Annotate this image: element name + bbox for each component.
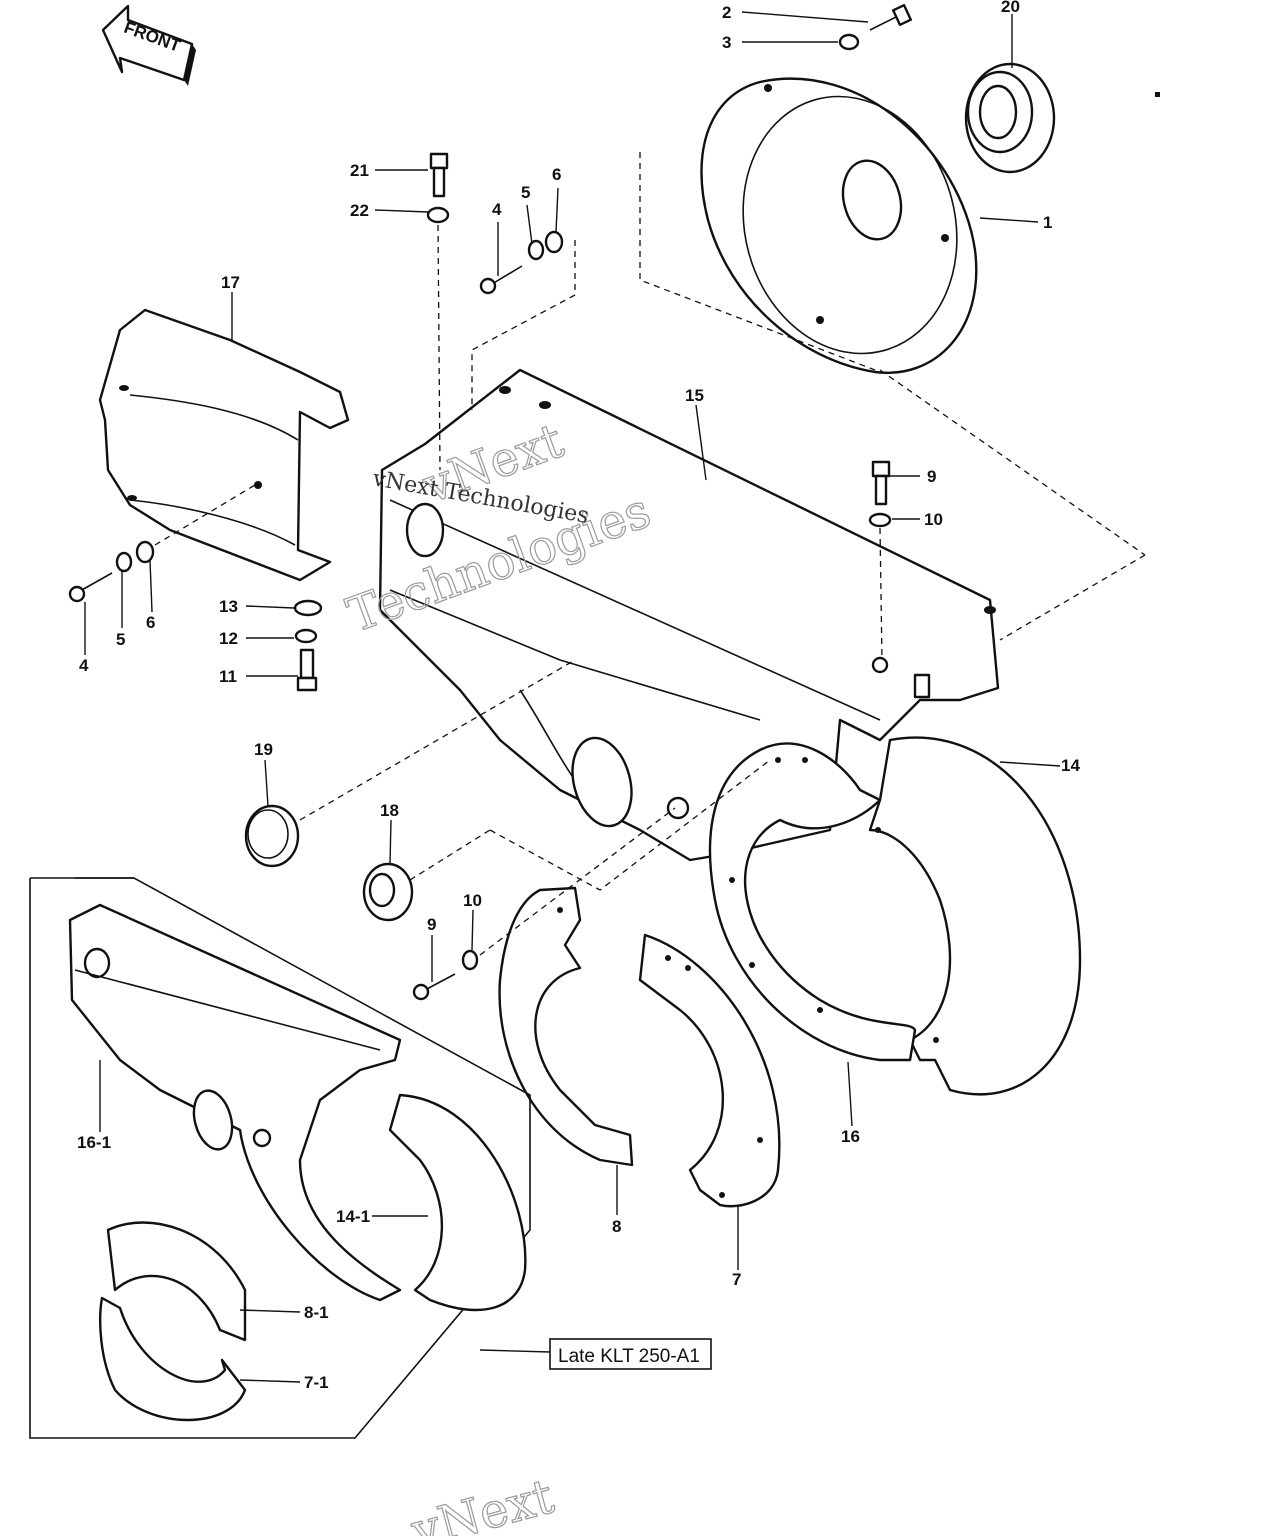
part-15-main-cover <box>378 368 1000 862</box>
callout-6-lower: 6 <box>146 613 155 632</box>
part-1-outer-cover <box>700 77 978 375</box>
late-model-box: Late KLT 250-A1 <box>29 877 712 1439</box>
callout-22: 22 <box>350 201 369 220</box>
callout-8: 8 <box>612 1217 621 1236</box>
callout-5: 5 <box>521 183 530 202</box>
assembly-lines <box>154 152 1146 956</box>
callout-1: 1 <box>1043 213 1052 232</box>
part-10-lockwasher-upper <box>868 512 892 528</box>
part-2-bolt <box>869 4 913 31</box>
part-20-seal <box>964 62 1056 174</box>
callout-14-1: 14-1 <box>336 1207 370 1226</box>
part-21-bolt <box>429 152 449 198</box>
callout-18: 18 <box>380 801 399 820</box>
callout-4-lower: 4 <box>79 656 89 675</box>
part-7-half-plate <box>638 933 781 1208</box>
callout-17: 17 <box>221 273 240 292</box>
callout-10-lower: 10 <box>463 891 482 910</box>
part-9-bolt-upper <box>871 460 891 506</box>
part-4-screw-upper <box>479 265 523 295</box>
callout-7: 7 <box>732 1270 741 1289</box>
callout-9: 9 <box>927 467 936 486</box>
part-18-grommet <box>362 862 414 922</box>
front-arrow-icon: FRONT <box>101 4 196 86</box>
callout-5-lower: 5 <box>116 630 125 649</box>
callout-4: 4 <box>492 200 502 219</box>
callout-2: 2 <box>722 3 731 22</box>
callout-10: 10 <box>924 510 943 529</box>
part-10-lockwasher-lower <box>461 949 479 971</box>
callout-labels: 2 3 20 21 22 4 5 6 1 17 15 9 10 4 5 6 13… <box>77 0 1080 1392</box>
part-12-lockwasher <box>294 628 318 644</box>
part-9-bolt-lower <box>412 973 456 1001</box>
box-label-frame <box>549 1338 712 1370</box>
callout-9-lower: 9 <box>427 915 436 934</box>
part-17-bracket <box>98 308 350 582</box>
callout-15: 15 <box>685 386 704 405</box>
part-16-1-housing <box>68 903 402 1302</box>
callout-14: 14 <box>1061 756 1080 775</box>
part-16-housing <box>708 742 917 1062</box>
part-6-washer-upper <box>544 230 564 254</box>
callout-16: 16 <box>841 1127 860 1146</box>
callout-3: 3 <box>722 33 731 52</box>
part-8-1-seal <box>106 1221 247 1342</box>
callout-20: 20 <box>1001 0 1020 16</box>
part-7-1-plate <box>99 1296 247 1422</box>
box-label: Late KLT 250-A1 <box>558 1346 700 1367</box>
callout-13: 13 <box>219 597 238 616</box>
part-4-screw-lower <box>68 572 113 603</box>
callout-7-1: 7-1 <box>304 1373 329 1392</box>
stray-mark <box>1155 92 1160 97</box>
callout-12: 12 <box>219 629 238 648</box>
part-14-1-outer-ring <box>388 1093 527 1312</box>
callout-8-1: 8-1 <box>304 1303 329 1322</box>
part-5-lockwasher-upper <box>527 239 545 261</box>
part-11-bolt <box>296 648 318 692</box>
leader-lines <box>84 11 1061 1383</box>
part-5-lockwasher-lower <box>115 551 133 573</box>
part-6-washer-lower <box>135 540 155 564</box>
callout-19: 19 <box>254 740 273 759</box>
part-14-outer-ring <box>868 736 1082 1096</box>
part-3-washer <box>838 33 860 51</box>
part-8-half-seal <box>498 886 634 1167</box>
part-19-plug <box>244 804 300 868</box>
callout-21: 21 <box>350 161 369 180</box>
watermark-bottom: vNext <box>405 1468 559 1536</box>
part-22-washer <box>426 206 450 224</box>
callout-6: 6 <box>552 165 561 184</box>
callout-11: 11 <box>219 667 237 686</box>
callout-16-1: 16-1 <box>77 1133 111 1152</box>
part-13-washer <box>293 599 323 617</box>
